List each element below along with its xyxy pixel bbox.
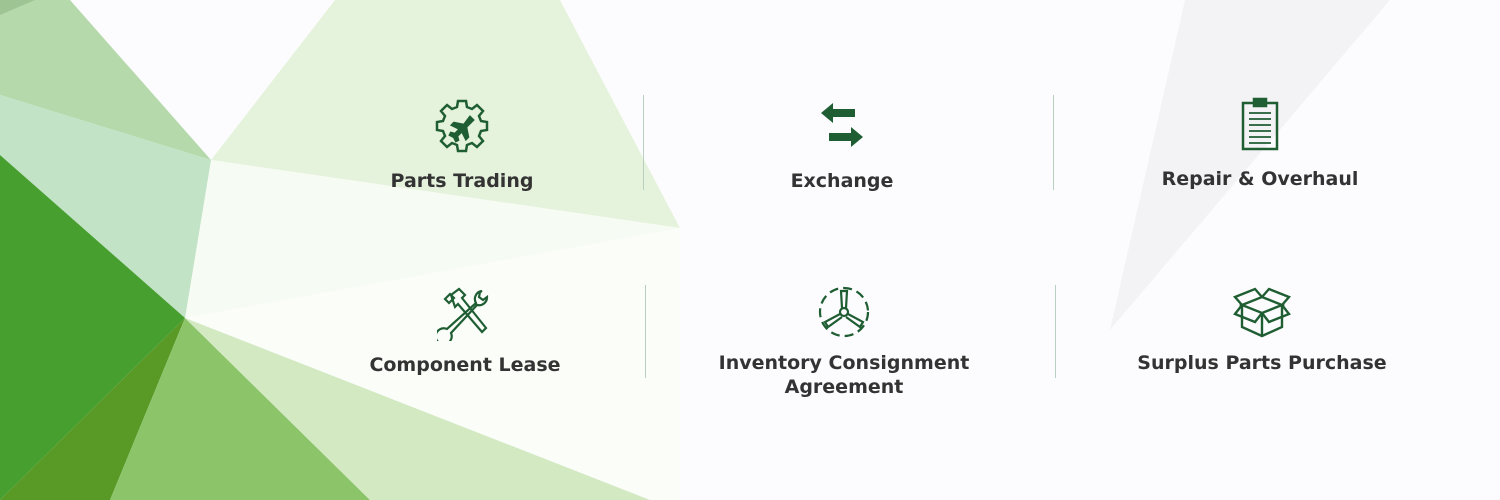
service-label: Surplus Parts Purchase (1137, 352, 1387, 374)
service-label: Parts Trading (390, 170, 534, 192)
exchange-arrows-icon (821, 103, 863, 147)
divider (643, 95, 644, 190)
divider (645, 285, 646, 378)
open-box-icon (1232, 287, 1292, 338)
service-inventory-consignment[interactable]: Inventory Consignment Agreement (694, 285, 994, 399)
service-label: Exchange (790, 170, 894, 192)
service-label: Inventory Consignment Agreement (718, 352, 970, 398)
divider (1053, 95, 1054, 190)
service-exchange[interactable]: Exchange (692, 99, 992, 193)
service-parts-trading[interactable]: Parts Trading (312, 99, 612, 193)
divider (1055, 285, 1056, 378)
propeller-icon (818, 286, 870, 338)
service-label: Component Lease (369, 354, 561, 376)
hammer-wrench-icon (437, 287, 489, 341)
service-label: Repair & Overhaul (1161, 168, 1359, 190)
service-surplus-parts-purchase[interactable]: Surplus Parts Purchase (1112, 287, 1412, 375)
service-component-lease[interactable]: Component Lease (315, 285, 615, 377)
gear-airplane-icon (435, 99, 489, 153)
service-repair-overhaul[interactable]: Repair & Overhaul (1110, 97, 1410, 191)
clipboard-icon (1241, 97, 1279, 151)
